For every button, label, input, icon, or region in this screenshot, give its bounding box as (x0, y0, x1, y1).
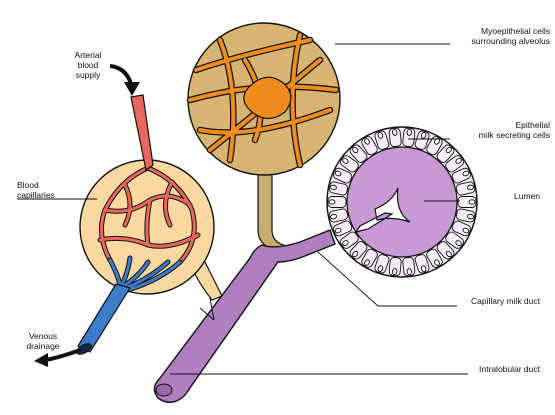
cell-nucleus (330, 213, 337, 220)
epithelial-cell (402, 257, 416, 277)
cell-nucleus (406, 128, 412, 136)
epithelial-cell (332, 220, 353, 237)
label-blood-capillaries: Blood capillaries (17, 180, 55, 200)
label-lumen: Lumen (514, 191, 540, 201)
epithelial-cell (436, 144, 455, 163)
cell-nucleus (342, 240, 349, 247)
epithelial-cell (426, 136, 443, 156)
cell-nucleus (420, 132, 427, 139)
cell-nucleus (352, 250, 359, 258)
epithelial-cell (388, 127, 402, 147)
epithelial-cell (455, 208, 476, 223)
epithelial-cell (451, 220, 472, 237)
lumen (346, 146, 458, 258)
arterial-vessel (130, 94, 154, 172)
epithelial-cell (436, 241, 455, 260)
cell-nucleus (342, 157, 349, 164)
cell-nucleus (328, 199, 336, 205)
epithelial-cell (349, 144, 368, 163)
cell-nucleus (462, 170, 470, 177)
epithelial-cell (388, 257, 402, 277)
epithelial-cell (402, 127, 416, 147)
cell-nucleus (330, 184, 337, 191)
epithelial-cell (349, 241, 368, 260)
label-epithelial-cells: Epithelial milk secreting cells (478, 120, 550, 140)
epithelial-cell (457, 196, 477, 208)
intralobular-duct (153, 229, 336, 403)
epithelial-cell (340, 155, 359, 173)
epithelial-cell (328, 208, 349, 223)
cell-nucleus (377, 265, 384, 272)
cell-nucleus (392, 268, 398, 276)
arterial-arrow (109, 64, 140, 96)
cell-nucleus (377, 132, 384, 139)
label-capillary-milk-duct: Capillary milk duct (471, 296, 540, 306)
cell-nucleus (462, 227, 470, 234)
venous-vessel (77, 283, 131, 353)
leader-lines (17, 43, 468, 375)
cell-nucleus (352, 146, 359, 154)
label-intralobular-duct: Intralobular duct (479, 364, 540, 374)
epithelial-cell (374, 254, 390, 274)
epithelial-cell (445, 231, 464, 249)
epithelial-cell (445, 155, 464, 173)
cell-nucleus (434, 259, 440, 266)
cell-nucleus (455, 157, 462, 164)
cell-nucleus (467, 184, 474, 191)
cell-nucleus (420, 265, 427, 272)
cell-nucleus (334, 170, 342, 177)
epithelial-cell (455, 181, 476, 196)
epithelial-cell (332, 167, 353, 184)
label-arterial-blood-supply: Arterial blood supply (74, 50, 102, 80)
cell-nucleus (334, 227, 342, 234)
epithelial-cell (361, 136, 378, 156)
epithelial-cell (414, 254, 430, 274)
epithelial-cell (340, 231, 359, 249)
epithelial-cell (328, 181, 349, 196)
label-venous-drainage: Venous drainage (26, 331, 60, 351)
cell-nucleus (455, 240, 462, 247)
epithelial-cells (327, 127, 477, 277)
myoepithelial-cell-body (243, 76, 292, 120)
cell-nucleus (364, 138, 370, 145)
cell-nucleus (445, 146, 452, 154)
epithelial-cell (451, 167, 472, 184)
cell-nucleus (392, 128, 398, 136)
label-myoepithelial-cells: Myoepithelial cells surrounding alveolus (471, 26, 550, 46)
cell-nucleus (406, 268, 412, 276)
cell-nucleus (468, 199, 476, 205)
epithelial-cell (361, 248, 378, 268)
lumen-flow-arrow (354, 187, 411, 233)
epithelial-cell (327, 196, 347, 208)
cell-nucleus (467, 213, 474, 220)
cell-nucleus (445, 250, 452, 258)
venous-arrow (34, 348, 81, 367)
cell-nucleus (364, 259, 370, 266)
epithelial-cell (426, 248, 443, 268)
arterial-capillaries (98, 166, 200, 264)
epithelial-cell (374, 130, 390, 150)
epithelial-cell (414, 130, 430, 150)
